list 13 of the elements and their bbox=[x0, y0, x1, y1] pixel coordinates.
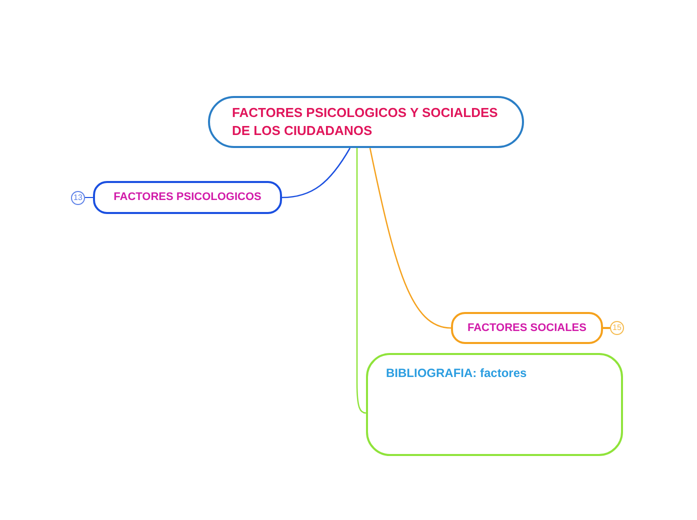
connector-line bbox=[369, 148, 452, 329]
topic-text: FACTORES SOCIALES bbox=[468, 320, 586, 336]
topic-text: BIBLIOGRAFIA: factores bbox=[386, 365, 527, 382]
collapsed-count-badge: 15 bbox=[610, 321, 624, 335]
topic-text: FACTORES PSICOLOGICOS bbox=[114, 190, 262, 205]
topic-box bbox=[366, 353, 623, 456]
topic-box bbox=[451, 312, 603, 344]
topic-text: FACTORES PSICOLOGICOS Y SOCIALDES DE LOS CIUDADANOS bbox=[232, 104, 499, 140]
collapsed-count-badge: 13 bbox=[71, 190, 85, 204]
topic-box bbox=[208, 96, 524, 148]
connector-line bbox=[282, 148, 351, 198]
connector-line bbox=[356, 148, 366, 414]
topic-box bbox=[93, 181, 282, 214]
